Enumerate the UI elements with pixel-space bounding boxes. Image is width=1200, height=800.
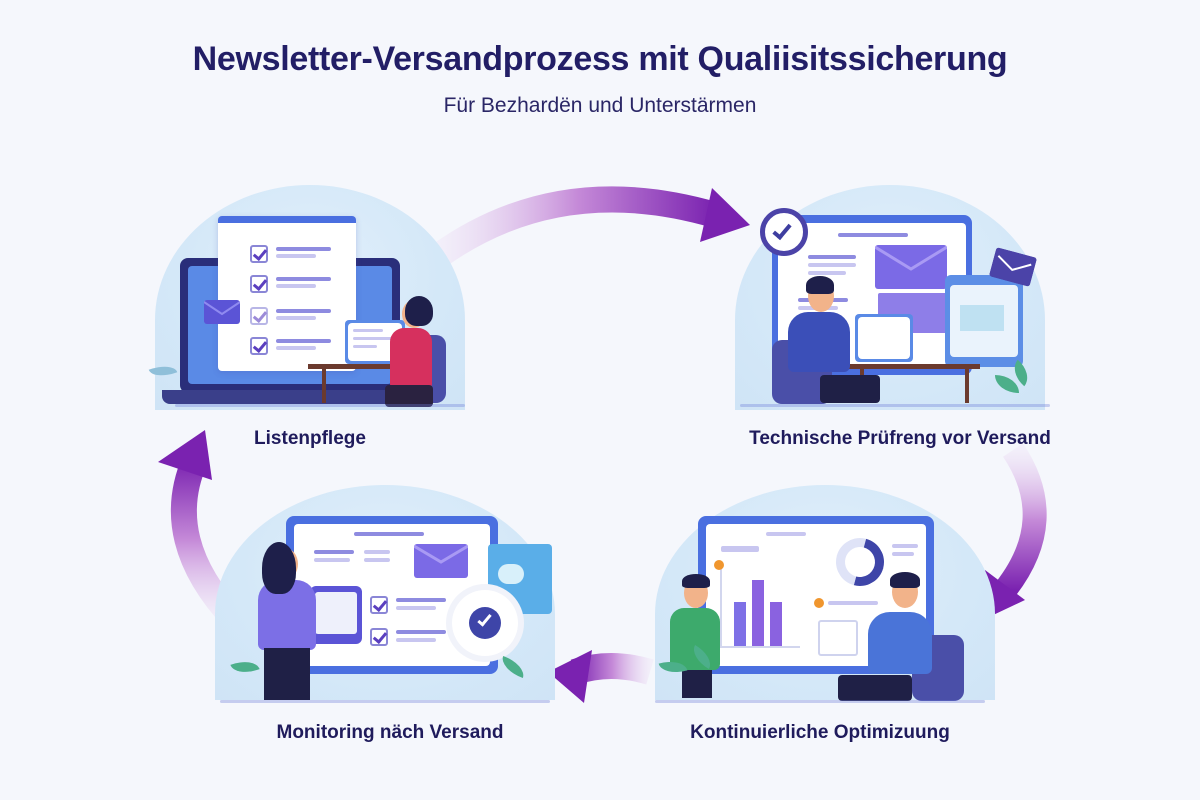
checkbox-icon — [370, 628, 388, 646]
checkbox-icon — [370, 596, 388, 614]
checkbox-icon — [250, 337, 268, 355]
checkbox-icon — [250, 275, 268, 293]
ground-line — [220, 700, 550, 703]
envelope-icon — [204, 300, 240, 324]
bar-chart — [720, 564, 800, 648]
checklist-document — [218, 216, 356, 371]
tablet — [945, 275, 1023, 367]
page-title: Newsletter-Versandprozess mit Qualiisits… — [192, 40, 1008, 78]
page-subtitle: Für Bezhardën und Unterstärmen — [443, 94, 757, 117]
envelope-icon — [414, 544, 468, 578]
donut-chart — [827, 529, 893, 595]
step-kontinuierliche-optimierung — [640, 480, 1020, 710]
step-technische-pruefung — [720, 180, 1060, 420]
ground-line — [175, 404, 465, 407]
step-label-monitoring: Monitoring näch Versand — [276, 722, 504, 743]
ground-line — [655, 700, 985, 703]
step-monitoring — [200, 480, 580, 710]
step-label-technische-pruefung: Technische Prüfreng vor Versand — [749, 428, 1051, 449]
tablet — [310, 586, 362, 644]
clock-check-icon — [760, 208, 808, 256]
step-label-listenpflege: Listenpflege — [254, 428, 366, 449]
gear-check-icon — [452, 590, 518, 656]
step-label-kontinuierliche-optimierung: Kontinuierliche Optimizuung — [690, 722, 950, 743]
step-listenpflege — [140, 180, 480, 420]
checkbox-icon — [250, 245, 268, 263]
ground-line — [740, 404, 1050, 407]
checkbox-icon — [250, 307, 268, 325]
envelope-icon — [875, 245, 947, 289]
envelope-icon — [989, 247, 1037, 287]
